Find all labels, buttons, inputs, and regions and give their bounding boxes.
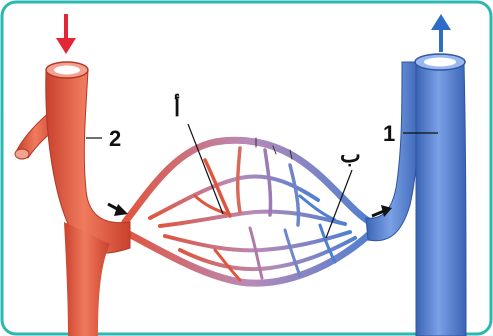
artery-side-opening: [15, 149, 29, 159]
label-vessel-right: 1: [383, 121, 395, 146]
label-vessel-left: 2: [109, 126, 121, 151]
vein-opening-inner: [424, 58, 456, 67]
artery-opening-inner: [54, 66, 80, 75]
label-network-left: أ: [174, 93, 180, 121]
vein-main: [416, 62, 466, 336]
label-network-right: ب: [340, 142, 361, 167]
